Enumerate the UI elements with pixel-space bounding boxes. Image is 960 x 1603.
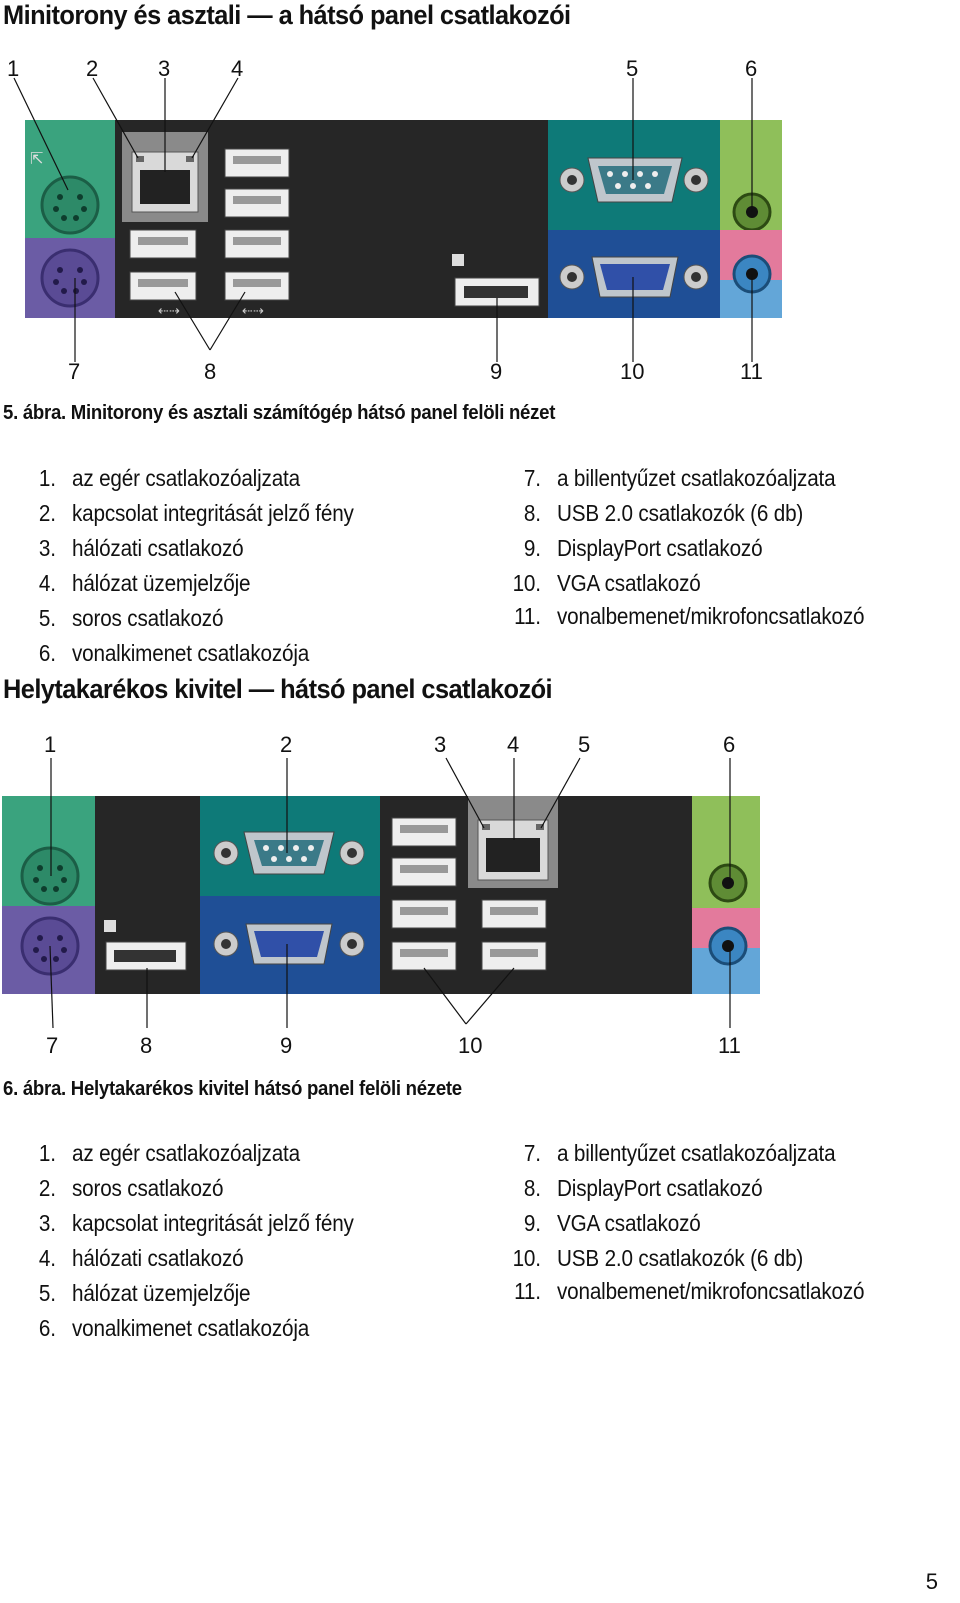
legend-item: 8.USB 2.0 csatlakozók (6 db) [523,500,804,526]
mouse-port [20,846,80,906]
callout-3: 3 [434,732,446,757]
callout-6: 6 [745,56,757,81]
page-number: 5 [925,1569,938,1594]
callout-1: 1 [7,56,19,81]
legend-item: 2.kapcsolat integritását jelző fény [38,500,354,526]
callout-9: 9 [490,359,502,384]
figure-caption-5: 5. ábra. Minitorony és asztali számítógé… [3,402,556,424]
callout-6: 6 [723,732,735,757]
displayport-icon [104,920,116,932]
callout-4: 4 [231,56,243,81]
legend-item: 10.VGA csatlakozó [512,570,701,596]
callout-10: 10 [458,1033,482,1058]
legend-item: 9.DisplayPort csatlakozó [523,535,763,561]
section-heading-minitower: Minitorony és asztali — a hátsó panel cs… [3,0,571,30]
callout-5: 5 [578,732,590,757]
legend-item: 2.soros csatlakozó [38,1175,224,1201]
legend-item: 5.soros csatlakozó [38,605,224,631]
activity-light [186,156,194,162]
link-light [136,156,144,162]
legend-item: 6.vonalkimenet csatlakozója [38,640,310,666]
mouse-port [40,175,100,235]
callout-3: 3 [158,56,170,81]
callout-11: 11 [740,359,763,384]
callout-1: 1 [44,732,56,757]
mouse-icon: ⇱ [30,149,43,168]
section-heading-small-form-factor: Helytakarékos kivitel — hátsó panel csat… [3,674,553,704]
activity-light [536,824,544,830]
link-light [482,824,490,830]
legend-item: 6.vonalkimenet csatlakozója [38,1315,310,1341]
small-form-factor-panel-diagram: 1 2 3 4 5 6 7 8 9 10 11 [2,732,760,1058]
legend-item: 3.kapcsolat integritását jelző fény [38,1210,354,1236]
callout-11: 11 [718,1033,741,1058]
usb-icon: ⇠⇢ [158,304,180,319]
callout-4: 4 [507,732,519,757]
legend-item: 1.az egér csatlakozóaljzata [38,465,300,491]
callout-8: 8 [204,359,216,384]
figure-caption-6: 6. ábra. Helytakarékos kivitel hátsó pan… [3,1078,462,1100]
usb-ports [391,817,547,971]
displayport-icon [452,254,464,266]
figure-small-form-factor-back-panel: 1 2 3 4 5 6 7 8 9 10 11 [0,728,800,1068]
callout-7: 7 [68,359,80,384]
keyboard-port [40,248,100,308]
legend-item: 7.a billentyűzet csatlakozóaljzata [523,1140,836,1166]
legend-item: 1.az egér csatlakozóaljzata [38,1140,300,1166]
legend-item: 5.hálózat üzemjelzője [38,1280,251,1306]
callout-7: 7 [46,1033,58,1058]
usb-icon: ⇠⇢ [242,304,264,319]
usb-ports [129,148,290,301]
callout-9: 9 [280,1033,292,1058]
callout-2: 2 [86,56,98,81]
legend-item: 8.DisplayPort csatlakozó [523,1175,763,1201]
callout-10: 10 [620,359,644,384]
minitower-panel-diagram: ⇱ ⇠⇢ ⇠⇢ [7,56,782,384]
legend-item: 9.VGA csatlakozó [523,1210,701,1236]
legend-item: 10.USB 2.0 csatlakozók (6 db) [512,1245,804,1271]
callout-5: 5 [626,56,638,81]
callout-2: 2 [280,732,292,757]
figure-minitower-back-panel: ⇱ ⇠⇢ ⇠⇢ [0,52,800,392]
legend-item: 11.vonalbemenet/mikrofoncsatlakozó [514,603,865,629]
legend-item: 4.hálózat üzemjelzője [38,570,251,596]
legend-item: 3.hálózati csatlakozó [38,535,244,561]
callout-8: 8 [140,1033,152,1058]
legend-item: 7.a billentyűzet csatlakozóaljzata [523,465,836,491]
legend-item: 11.vonalbemenet/mikrofoncsatlakozó [514,1278,865,1304]
legend-item: 4.hálózati csatlakozó [38,1245,244,1271]
